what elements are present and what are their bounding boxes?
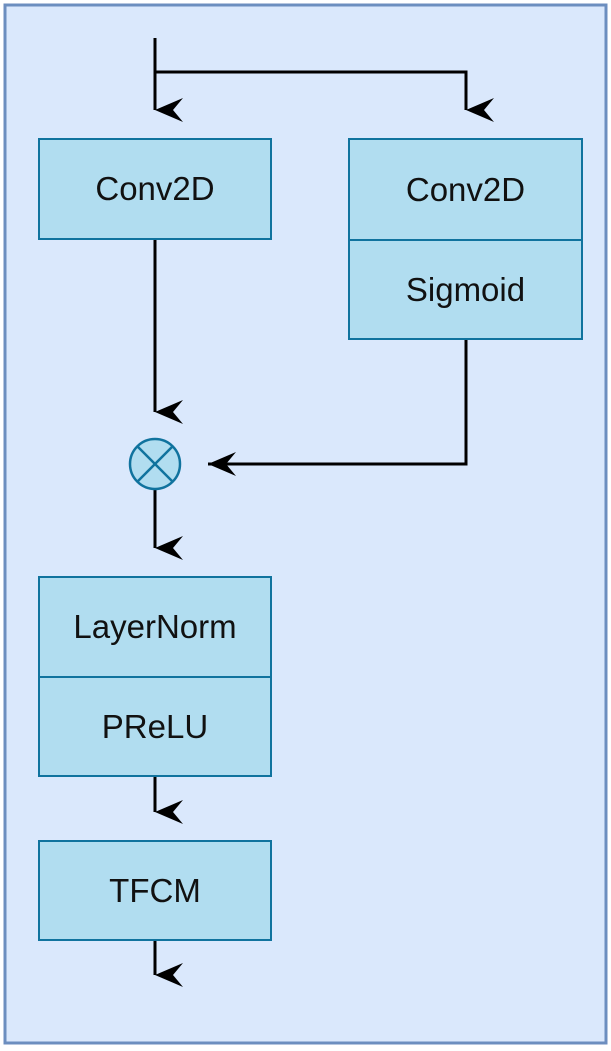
layernorm-block: LayerNorm [38,576,272,676]
multiply-circle-icon [128,437,182,491]
conv2d-left-block: Conv2D [38,138,272,240]
split-line [155,70,494,122]
sigmoid-to-multiply-line [209,340,468,466]
conv2d-right-block: Conv2D [348,138,583,239]
prelu-block: PReLU [38,676,272,777]
sigmoid-block: Sigmoid [348,239,583,340]
tfcm-block: TFCM [38,840,272,941]
